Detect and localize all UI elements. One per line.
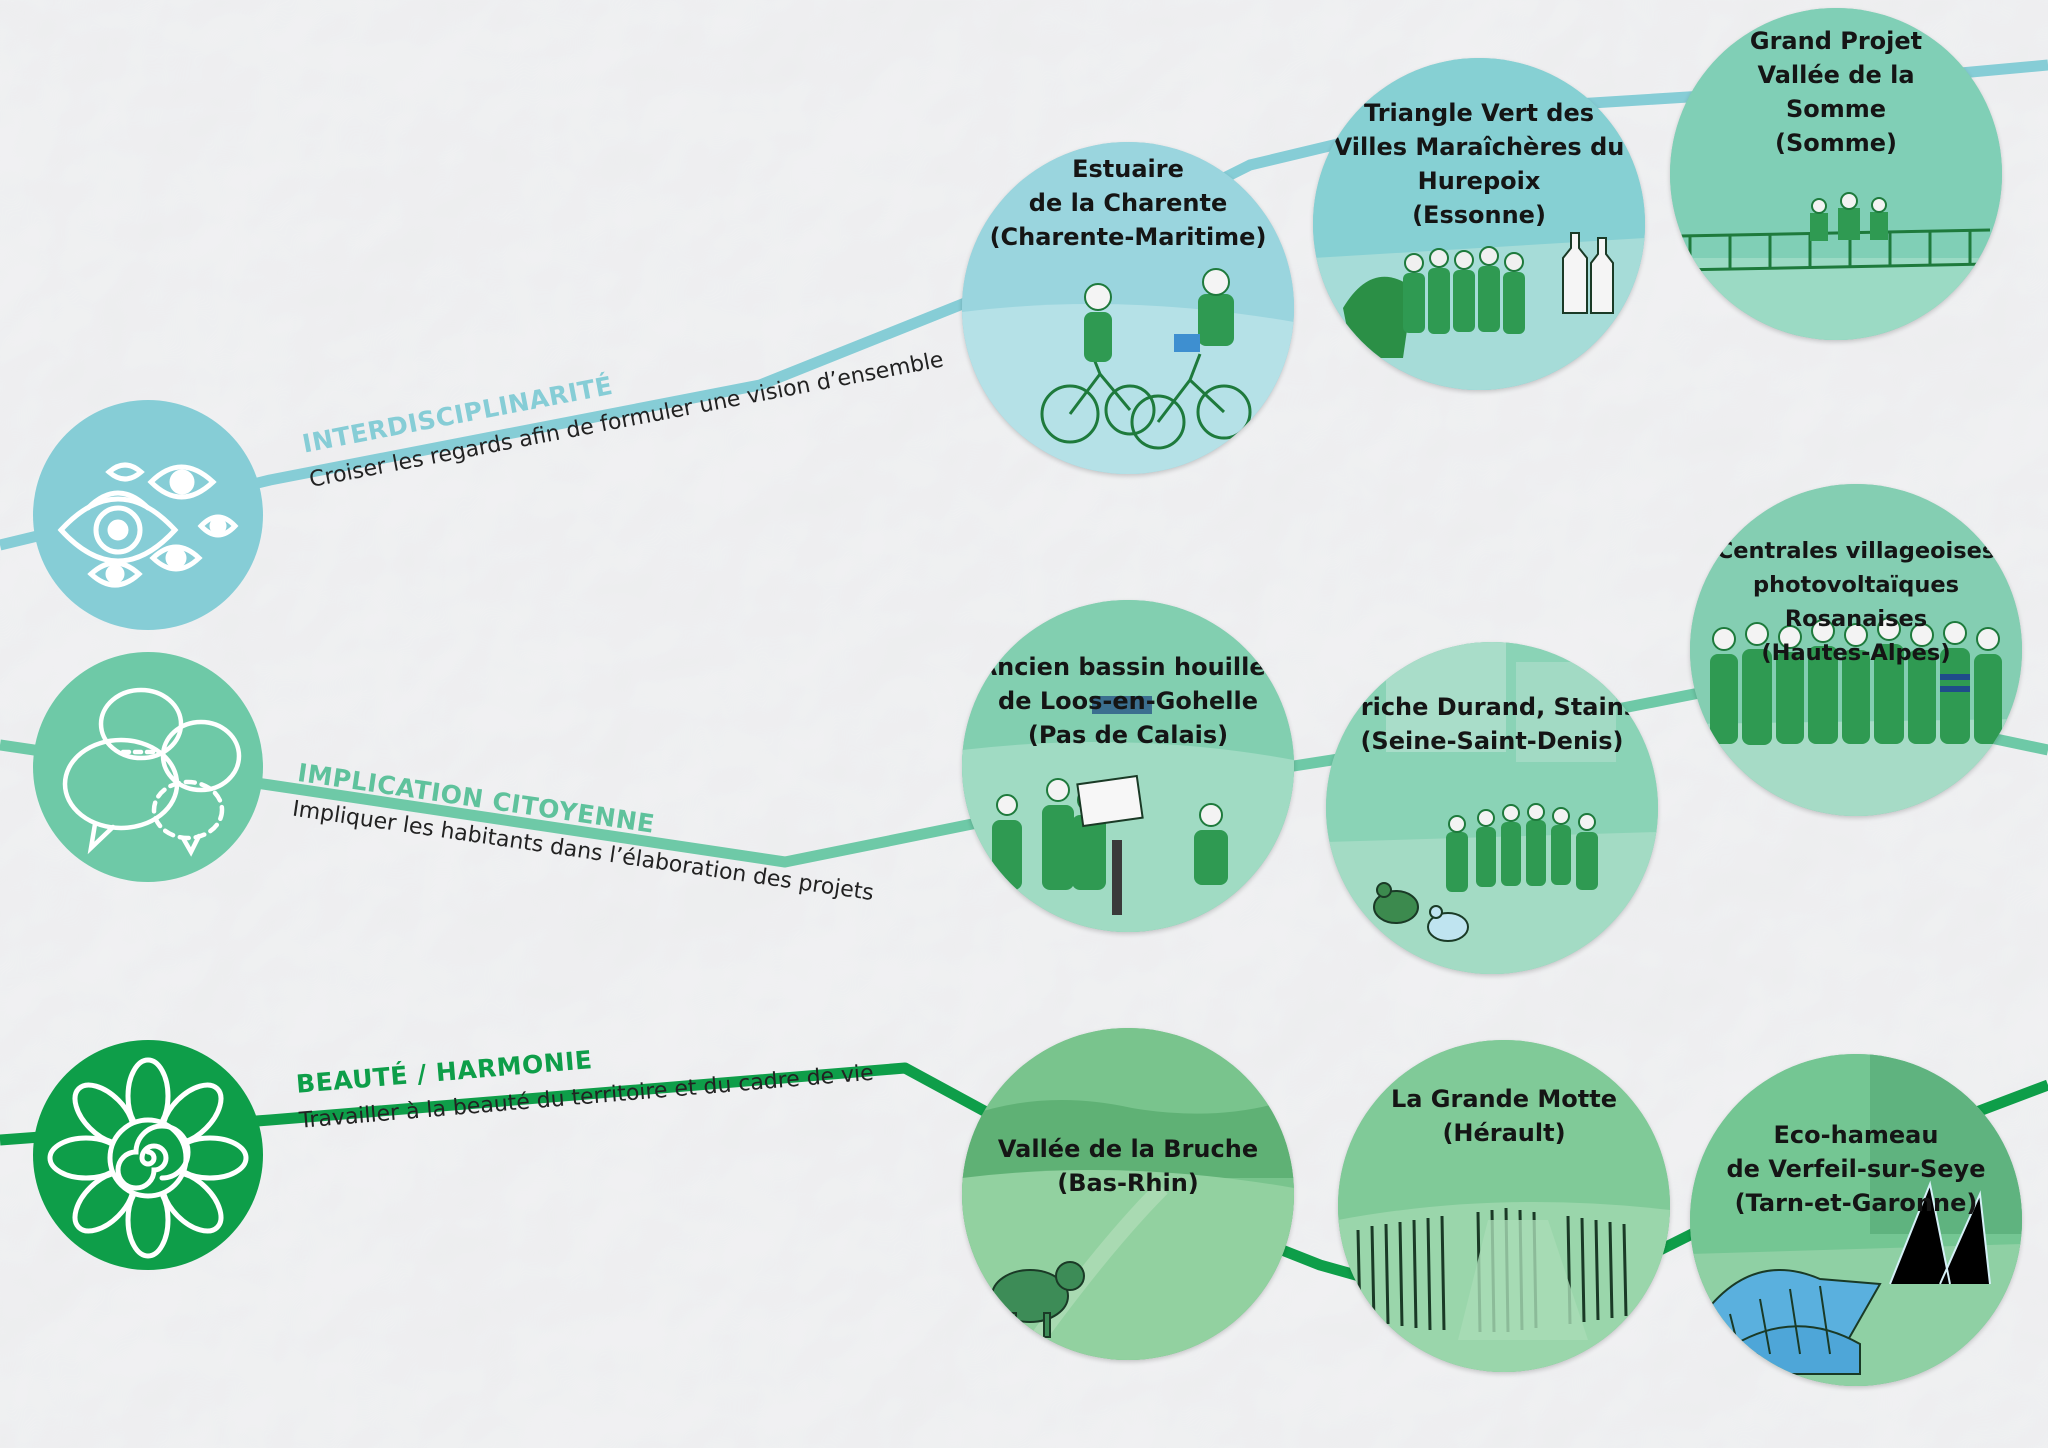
project-stains-line-2: (Seine-Saint-Denis) (1360, 727, 1624, 755)
project-stains-line-1: Friche Durand, Stains (1345, 693, 1639, 721)
bridge-illustration (1670, 8, 2002, 340)
project-estuaire[interactable]: Estuaire de la Charente (Charente-Mariti… (962, 142, 1294, 474)
project-triangle-line-2: Villes Maraîchères du (1333, 133, 1625, 161)
implication-badge (33, 652, 263, 882)
flower-spiral-icon (47, 1057, 249, 1259)
project-bruche-line-2: (Bas-Rhin) (1057, 1169, 1199, 1197)
project-verfeil-line-2: de Verfeil-sur-Seye (1726, 1155, 1986, 1183)
map-discussion-illustration (962, 600, 1294, 932)
crowd-bottles-illustration (1313, 58, 1645, 390)
group-portrait-illustration (1690, 484, 2022, 816)
project-bruche[interactable]: Vallée de la Bruche (Bas-Rhin) (962, 1028, 1294, 1360)
project-rosanaises-line-2: photovoltaïques Rosanaises (1752, 572, 1960, 632)
project-rosanaises-line-3: (Hautes-Alpes) (1761, 640, 1951, 666)
project-loos[interactable]: Ancien bassin houiller de Loos-en-Gohell… (962, 600, 1294, 932)
project-estuaire-line-3: (Charente-Maritime) (989, 223, 1267, 251)
project-loos-line-2: de Loos-en-Gohelle (998, 687, 1258, 715)
project-stains-label: Friche Durand, Stains (Seine-Saint-Denis… (1326, 690, 1658, 758)
project-rosanaises-label: Centrales villageoises photovoltaïques R… (1690, 534, 2022, 670)
project-triangle-line-1: Triangle Vert des (1363, 99, 1595, 127)
project-somme-line-1: Grand Projet (1749, 27, 1923, 55)
valley-sheep-illustration (962, 1028, 1294, 1360)
project-motte[interactable]: La Grande Motte (Hérault) (1338, 1040, 1670, 1372)
interdisciplinarite-badge (33, 400, 263, 630)
cyclists-illustration (962, 142, 1294, 474)
project-loos-label: Ancien bassin houiller de Loos-en-Gohell… (962, 650, 1294, 752)
project-loos-line-3: (Pas de Calais) (1027, 721, 1229, 749)
project-verfeil-label: Eco-hameau de Verfeil-sur-Seye (Tarn-et-… (1690, 1118, 2022, 1220)
project-triangle-line-4: (Essonne) (1412, 201, 1546, 229)
project-somme[interactable]: Grand Projet Vallée de la Somme (Somme) (1670, 8, 2002, 340)
project-motte-line-2: (Hérault) (1442, 1119, 1566, 1147)
eyes-icon (57, 462, 239, 588)
project-verfeil[interactable]: Eco-hameau de Verfeil-sur-Seye (Tarn-et-… (1690, 1054, 2022, 1386)
project-rosanaises[interactable]: Centrales villageoises photovoltaïques R… (1690, 484, 2022, 816)
beaute-badge (33, 1040, 263, 1270)
project-somme-line-4: (Somme) (1774, 129, 1897, 157)
project-somme-line-2: Vallée de la (1757, 61, 1915, 89)
project-triangle-label: Triangle Vert des Villes Maraîchères du … (1313, 96, 1645, 232)
project-stains[interactable]: Friche Durand, Stains (Seine-Saint-Denis… (1326, 642, 1658, 974)
project-estuaire-label: Estuaire de la Charente (Charente-Mariti… (962, 152, 1294, 254)
project-verfeil-line-3: (Tarn-et-Garonne) (1734, 1189, 1978, 1217)
greenhouses-illustration (1690, 1054, 2022, 1386)
project-loos-line-1: Ancien bassin houiller (978, 653, 1278, 681)
project-estuaire-line-1: Estuaire (1072, 155, 1184, 183)
project-somme-line-3: Somme (1785, 95, 1887, 123)
speech-bubbles-icon (62, 687, 242, 857)
project-verfeil-line-1: Eco-hameau (1773, 1121, 1939, 1149)
project-motte-line-1: La Grande Motte (1390, 1085, 1618, 1113)
project-rosanaises-line-1: Centrales villageoises (1716, 538, 1996, 564)
project-bruche-label: Vallée de la Bruche (Bas-Rhin) (962, 1132, 1294, 1200)
project-motte-label: La Grande Motte (Hérault) (1338, 1082, 1670, 1150)
group-chickens-illustration (1326, 642, 1658, 974)
project-estuaire-line-2: de la Charente (1028, 189, 1228, 217)
project-bruche-line-1: Vallée de la Bruche (997, 1135, 1259, 1163)
project-triangle[interactable]: Triangle Vert des Villes Maraîchères du … (1313, 58, 1645, 390)
fence-dunes-illustration (1338, 1040, 1670, 1372)
project-somme-label: Grand Projet Vallée de la Somme (Somme) (1670, 24, 2002, 160)
project-triangle-line-3: Hurepoix (1417, 167, 1541, 195)
